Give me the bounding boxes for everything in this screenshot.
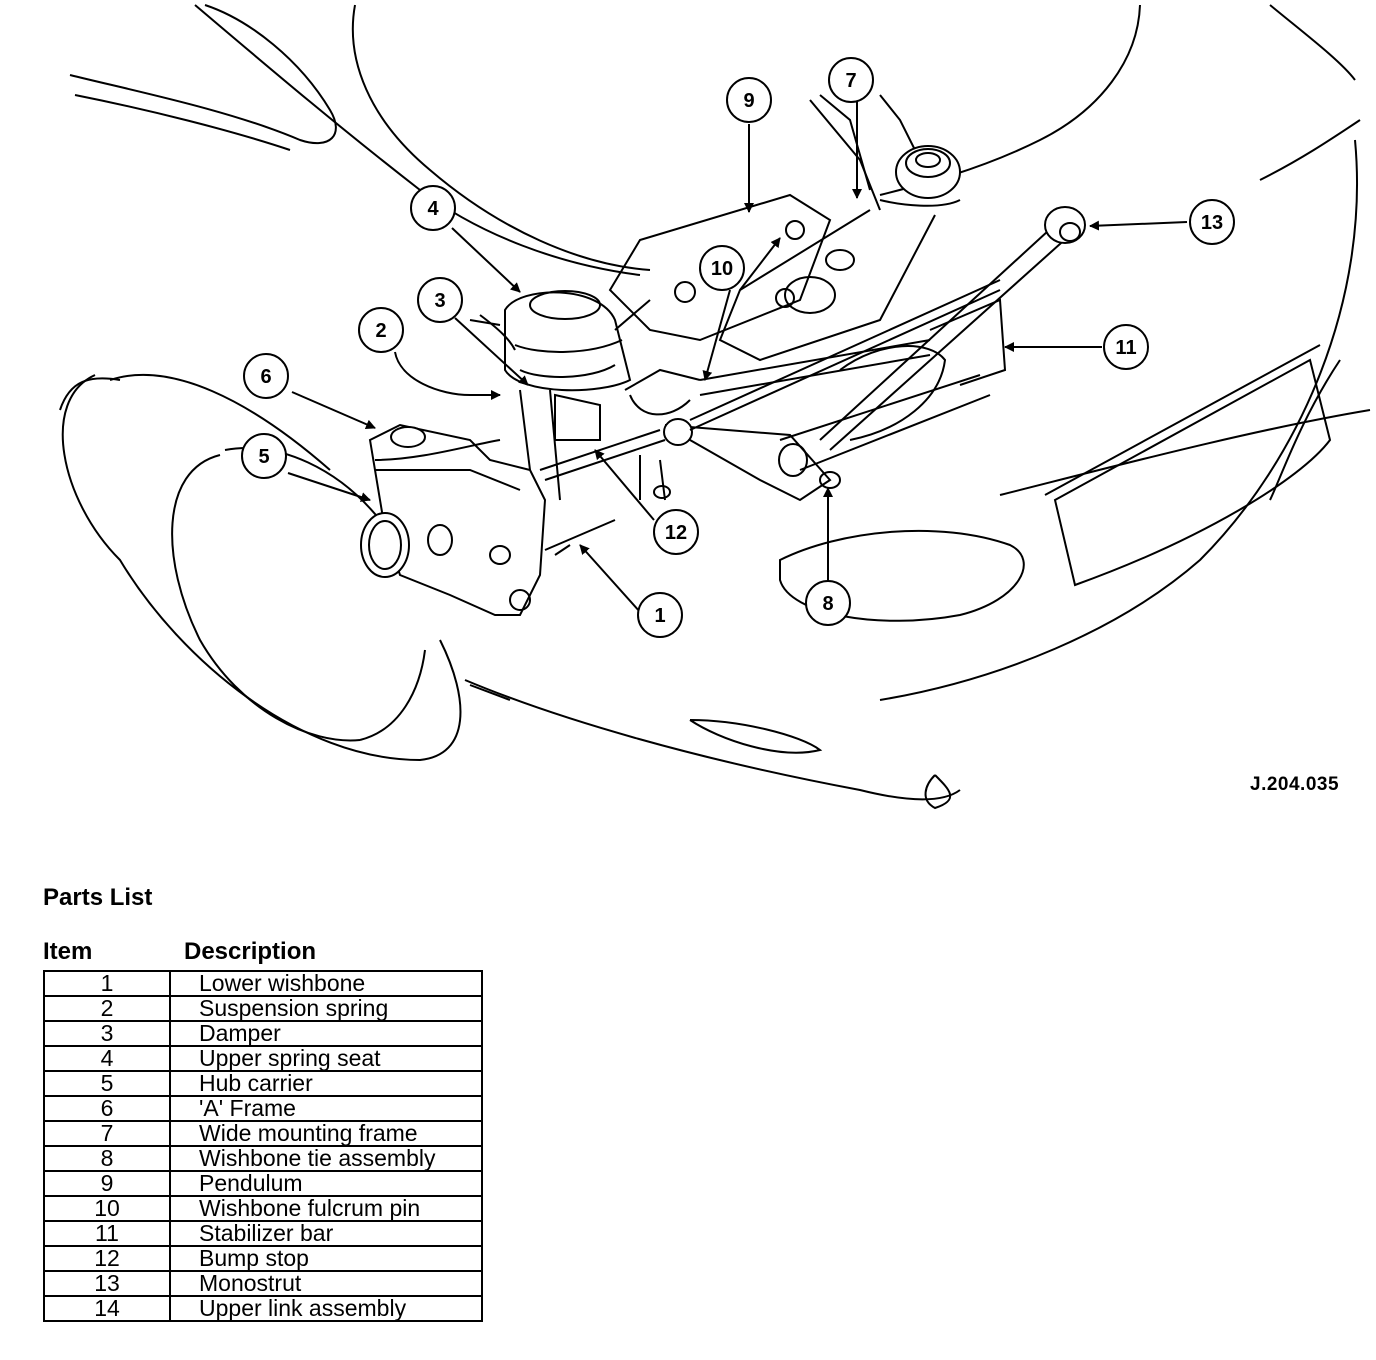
callout-2: 2 — [358, 307, 404, 353]
svg-text:3: 3 — [434, 290, 445, 312]
callout-7: 7 — [828, 57, 874, 103]
item-number: 5 — [43, 1070, 171, 1097]
svg-text:6: 6 — [260, 366, 271, 388]
svg-text:7: 7 — [845, 70, 856, 92]
description-column-header: Description — [184, 938, 317, 965]
callout-10: 10 — [699, 245, 745, 291]
figure-reference: J.204.035 — [1250, 774, 1340, 795]
item-description: Suspension spring — [169, 995, 483, 1022]
svg-text:4: 4 — [427, 198, 439, 220]
item-description: Monostrut — [169, 1270, 483, 1297]
svg-text:1: 1 — [654, 605, 665, 627]
item-number: 4 — [43, 1045, 171, 1072]
table-row: 6'A' Frame — [43, 1095, 483, 1122]
item-description: Pendulum — [169, 1170, 483, 1197]
item-description: Wide mounting frame — [169, 1120, 483, 1147]
callout-4: 4 — [410, 185, 456, 231]
callout-9: 9 — [726, 77, 772, 123]
callout-1: 1 — [637, 592, 683, 638]
callout-11: 11 — [1103, 324, 1149, 370]
svg-text:2: 2 — [375, 320, 386, 342]
callout-8: 8 — [805, 580, 851, 626]
item-number: 8 — [43, 1145, 171, 1172]
parts-list-title: Parts List — [43, 884, 153, 911]
callout-3: 3 — [417, 277, 463, 323]
svg-text:8: 8 — [822, 593, 833, 615]
item-description: Lower wishbone — [169, 970, 483, 997]
svg-text:9: 9 — [743, 90, 754, 112]
svg-text:5: 5 — [258, 446, 269, 468]
svg-text:13: 13 — [1201, 212, 1223, 234]
svg-text:11: 11 — [1115, 337, 1136, 359]
item-description: Upper link assembly — [169, 1295, 483, 1322]
item-number: 2 — [43, 995, 171, 1022]
item-number: 12 — [43, 1245, 171, 1272]
svg-text:12: 12 — [665, 522, 687, 544]
callout-12: 12 — [653, 509, 699, 555]
item-description: Bump stop — [169, 1245, 483, 1272]
item-number: 9 — [43, 1170, 171, 1197]
callout-5: 5 — [241, 433, 287, 479]
item-column-header: Item — [43, 938, 93, 965]
svg-text:10: 10 — [711, 258, 733, 280]
item-number: 1 — [43, 970, 171, 997]
item-number: 11 — [43, 1220, 171, 1247]
callout-6: 6 — [243, 353, 289, 399]
item-number: 10 — [43, 1195, 171, 1222]
suspension-assembly — [360, 94, 1086, 616]
car-body-outline — [59, 4, 1371, 810]
leader-arrows — [287, 100, 1188, 613]
item-description: 'A' Frame — [169, 1095, 483, 1122]
item-number: 6 — [43, 1095, 171, 1122]
item-description: Wishbone fulcrum pin — [169, 1195, 483, 1222]
item-description: Hub carrier — [169, 1070, 483, 1097]
item-description: Stabilizer bar — [169, 1220, 483, 1247]
item-number: 14 — [43, 1295, 171, 1322]
callout-13: 13 — [1189, 199, 1235, 245]
suspension-diagram: 1 2 3 4 5 6 7 8 9 10 11 12 — [59, 4, 1371, 810]
item-number: 13 — [43, 1270, 171, 1297]
item-description: Upper spring seat — [169, 1045, 483, 1072]
item-number: 7 — [43, 1120, 171, 1147]
item-number: 3 — [43, 1020, 171, 1047]
item-description: Wishbone tie assembly — [169, 1145, 483, 1172]
item-description: Damper — [169, 1020, 483, 1047]
